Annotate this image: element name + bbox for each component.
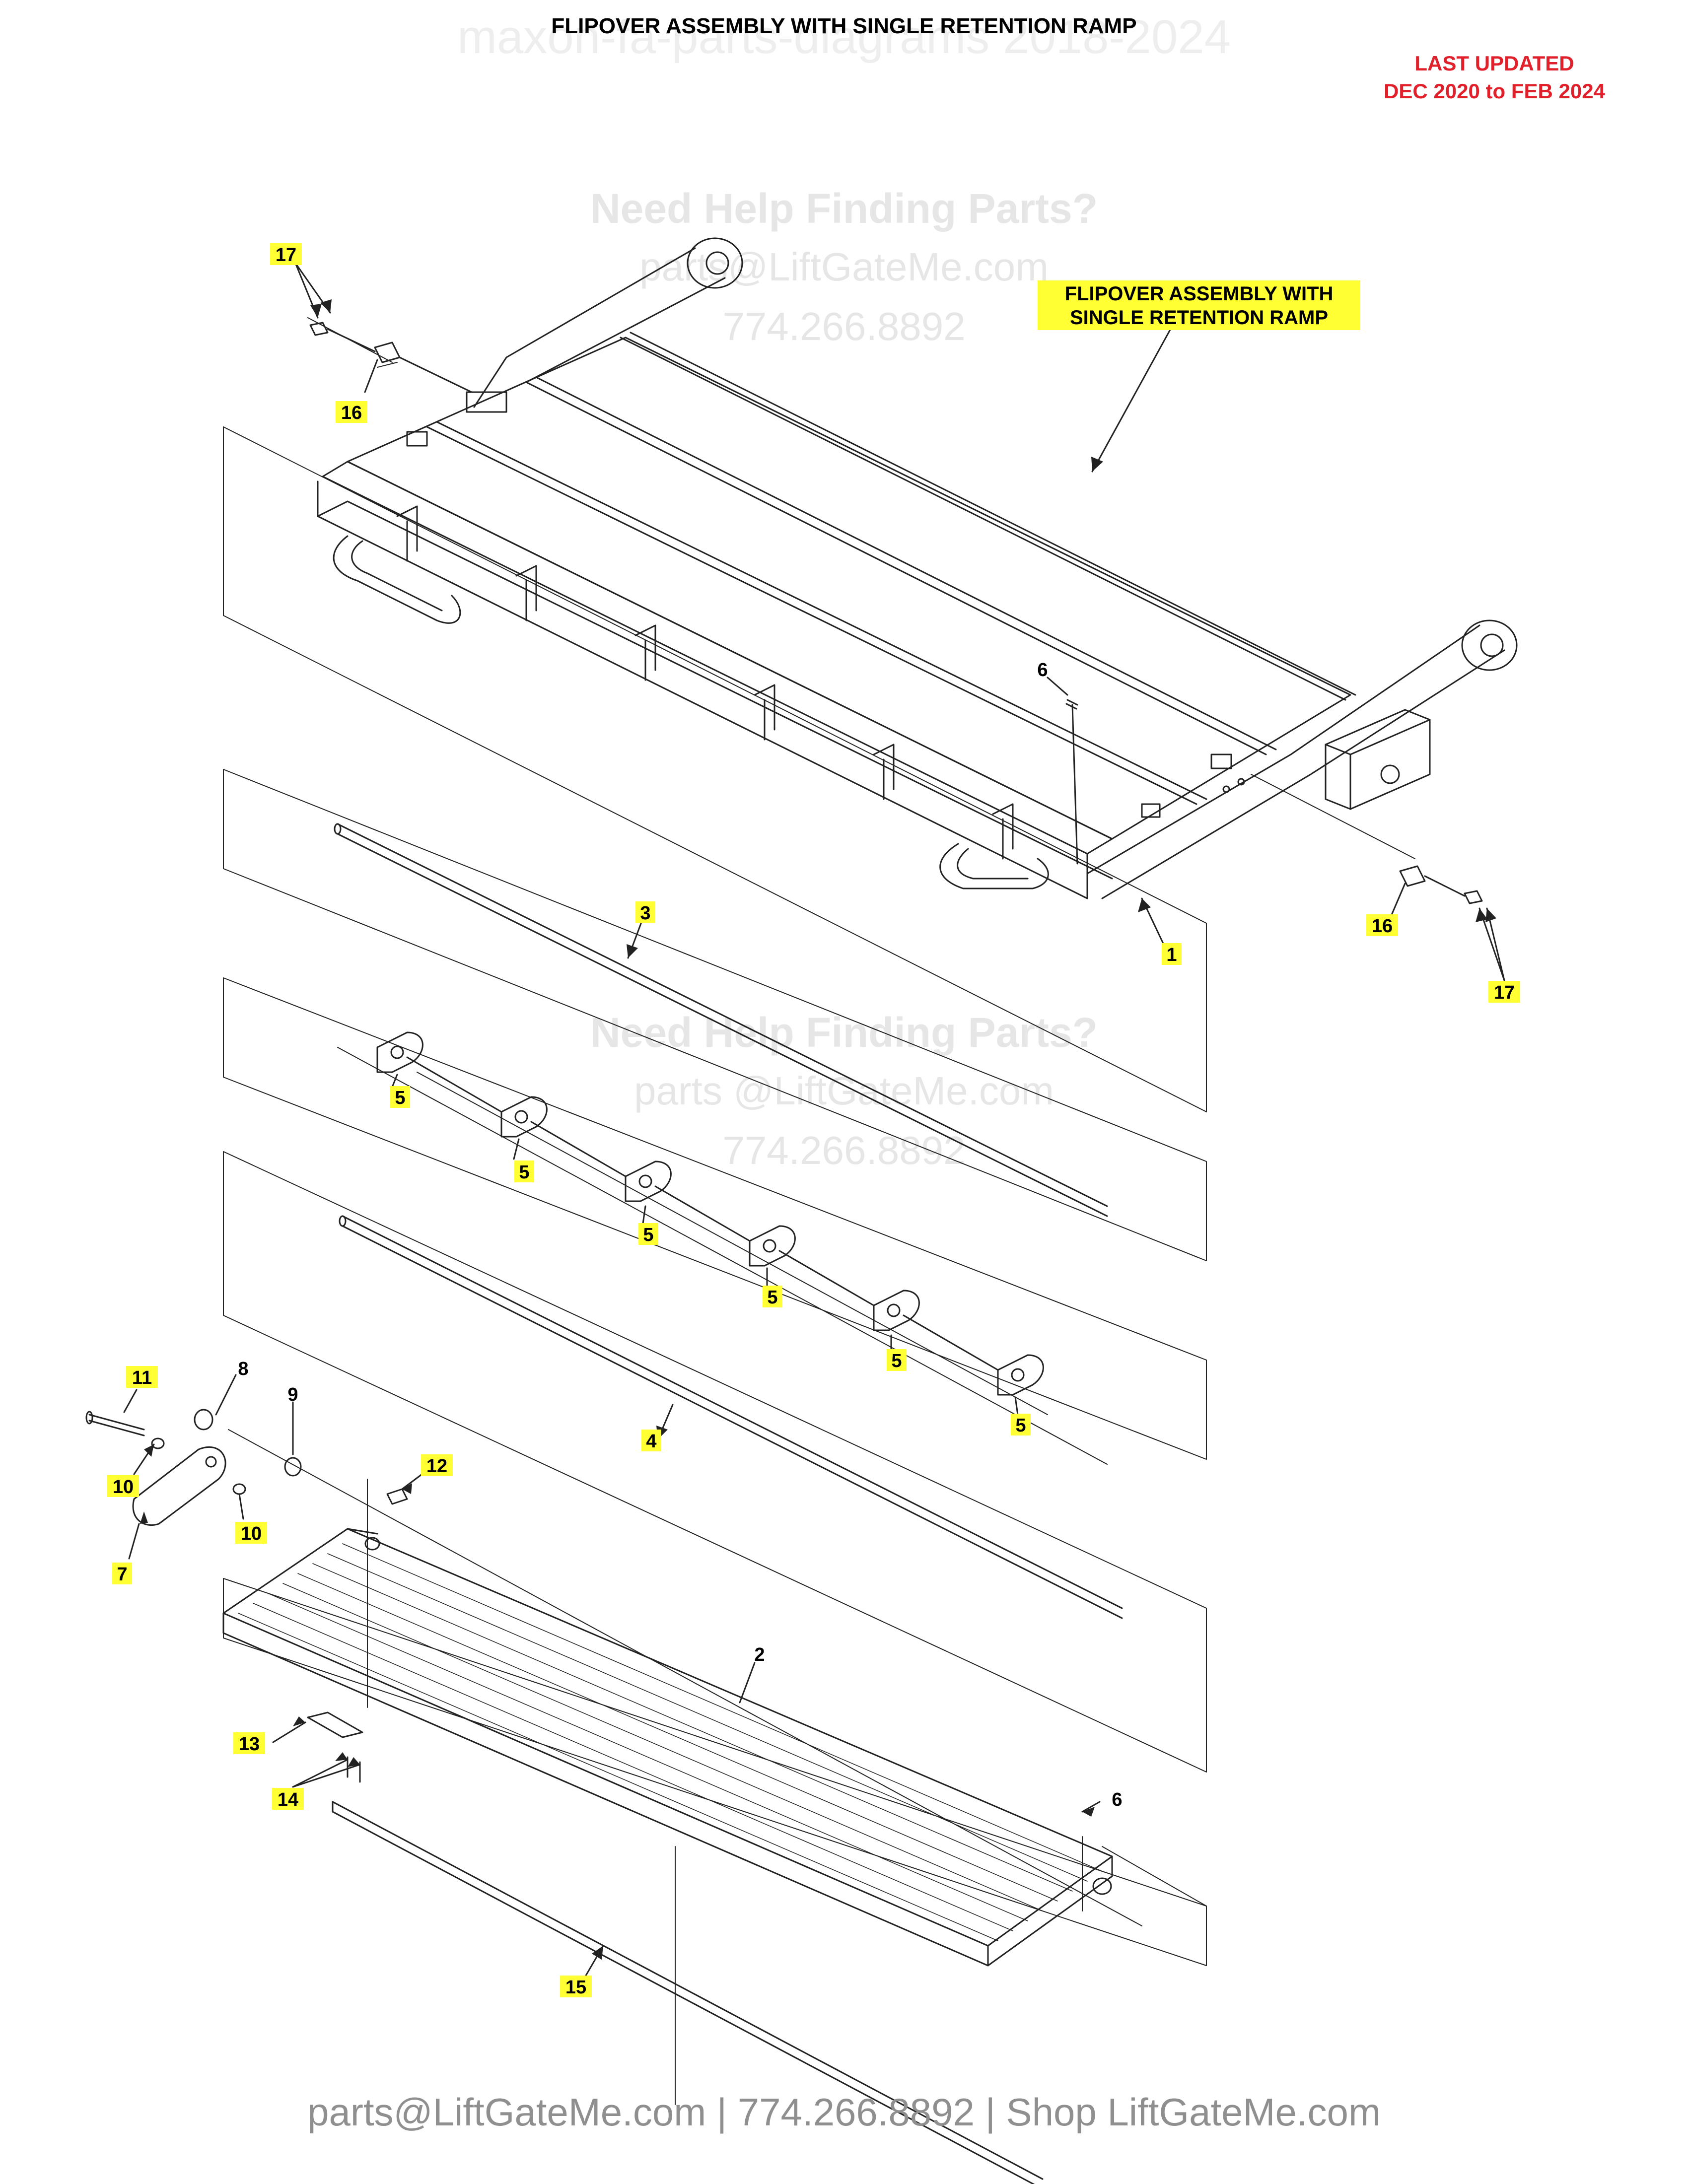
svg-text:6: 6	[1037, 660, 1048, 681]
arrowheads	[140, 299, 1496, 1960]
callout-15: 15	[560, 1976, 592, 1998]
hardware-bottom-right-16-17	[1399, 865, 1483, 904]
assembly-label-highlight	[1038, 280, 1360, 330]
callout-12: 12	[421, 1454, 453, 1477]
svg-text:15: 15	[565, 1977, 586, 1998]
callout-5-c: 5	[638, 1223, 658, 1245]
nut-part-12	[386, 1488, 408, 1505]
assembly-label: FLIPOVER ASSEMBLY WITH SINGLE RETENTION …	[1038, 280, 1360, 330]
rod-part-3	[334, 823, 1108, 1217]
callout-14: 14	[272, 1788, 304, 1810]
svg-text:10: 10	[113, 1477, 134, 1498]
rod-part-4	[339, 1215, 1123, 1619]
svg-text:5: 5	[767, 1287, 777, 1308]
page-title: FLIPOVER ASSEMBLY WITH SINGLE RETENTION …	[551, 14, 1137, 38]
watermark-phone-2: 774.266.8892	[722, 1128, 966, 1172]
svg-text:5: 5	[891, 1351, 902, 1371]
arm-assembly-parts-7-11	[85, 1409, 302, 1526]
callout-11: 11	[126, 1366, 158, 1388]
assembly-planes	[223, 426, 1207, 1966]
svg-text:6: 6	[1112, 1789, 1122, 1810]
svg-text:5: 5	[395, 1088, 405, 1108]
assembly-label-line1: FLIPOVER ASSEMBLY WITH	[1065, 283, 1334, 305]
svg-text:2: 2	[754, 1644, 765, 1665]
callout-2: 2	[754, 1644, 765, 1665]
svg-text:5: 5	[643, 1225, 653, 1245]
svg-text:17: 17	[1494, 982, 1515, 1003]
callout-13: 13	[233, 1732, 265, 1755]
assembly-label-line2: SINGLE RETENTION RAMP	[1070, 307, 1328, 329]
svg-text:12: 12	[426, 1456, 447, 1477]
watermark-help-1: Need Help Finding Parts?	[590, 185, 1098, 232]
callout-1: 1	[1162, 943, 1182, 965]
svg-text:16: 16	[1372, 916, 1393, 937]
callout-10-b: 10	[235, 1522, 267, 1544]
callout-16-right: 16	[1366, 914, 1398, 937]
svg-text:13: 13	[239, 1734, 260, 1755]
callout-10-a: 10	[107, 1475, 139, 1498]
hardware-top-left-16-17	[309, 322, 473, 393]
callout-17-top: 17	[270, 243, 302, 266]
callout-numbers: 17 16 6 1 16 17 3 5 5 5 5 5 5 4 11 8 9 1…	[107, 243, 1520, 1998]
svg-text:17: 17	[276, 245, 296, 266]
svg-text:14: 14	[278, 1789, 298, 1810]
callout-9: 9	[287, 1384, 298, 1405]
svg-text:5: 5	[1015, 1415, 1026, 1436]
svg-text:9: 9	[287, 1384, 298, 1405]
callout-5-f: 5	[1011, 1414, 1031, 1436]
svg-text:8: 8	[238, 1359, 248, 1379]
callout-5-e: 5	[887, 1349, 907, 1371]
svg-text:16: 16	[341, 403, 362, 423]
callout-5-a: 5	[390, 1086, 410, 1108]
svg-text:1: 1	[1166, 945, 1177, 965]
strip-part-15	[332, 1801, 1044, 2184]
ramp-part-2	[222, 1528, 1113, 1967]
callout-8: 8	[238, 1359, 248, 1379]
flipover-frame-part-1	[317, 237, 1518, 899]
callout-17-right: 17	[1488, 981, 1520, 1003]
svg-text:7: 7	[117, 1564, 127, 1585]
svg-text:10: 10	[241, 1523, 262, 1544]
callout-6-top: 6	[1037, 660, 1048, 681]
callout-leaders	[123, 262, 1505, 1977]
svg-text:3: 3	[640, 903, 650, 924]
callout-6-bottom: 6	[1112, 1789, 1122, 1810]
callout-3: 3	[635, 901, 655, 924]
retention-tabs-part-5	[376, 1031, 1044, 1396]
callout-7: 7	[112, 1563, 132, 1585]
last-updated-line1: LAST UPDATED	[1414, 52, 1574, 75]
bracket-part-13	[307, 1711, 363, 1738]
watermark-phone-1: 774.266.8892	[722, 304, 966, 348]
last-updated-line2: DEC 2020 to FEB 2024	[1384, 79, 1605, 103]
watermark-top: maxon-fa-parts-diagrams 2018-2024	[457, 10, 1231, 64]
svg-text:4: 4	[646, 1431, 656, 1452]
callout-4: 4	[641, 1430, 661, 1452]
svg-text:11: 11	[132, 1367, 152, 1388]
svg-text:5: 5	[519, 1162, 529, 1183]
callout-5-b: 5	[514, 1160, 534, 1183]
callout-5-d: 5	[763, 1286, 782, 1308]
footer-contact: parts@LiftGateMe.com | 774.266.8892 | Sh…	[307, 2090, 1381, 2134]
callout-16-top: 16	[336, 401, 367, 423]
last-updated: LAST UPDATED DEC 2020 to FEB 2024	[1355, 50, 1633, 105]
